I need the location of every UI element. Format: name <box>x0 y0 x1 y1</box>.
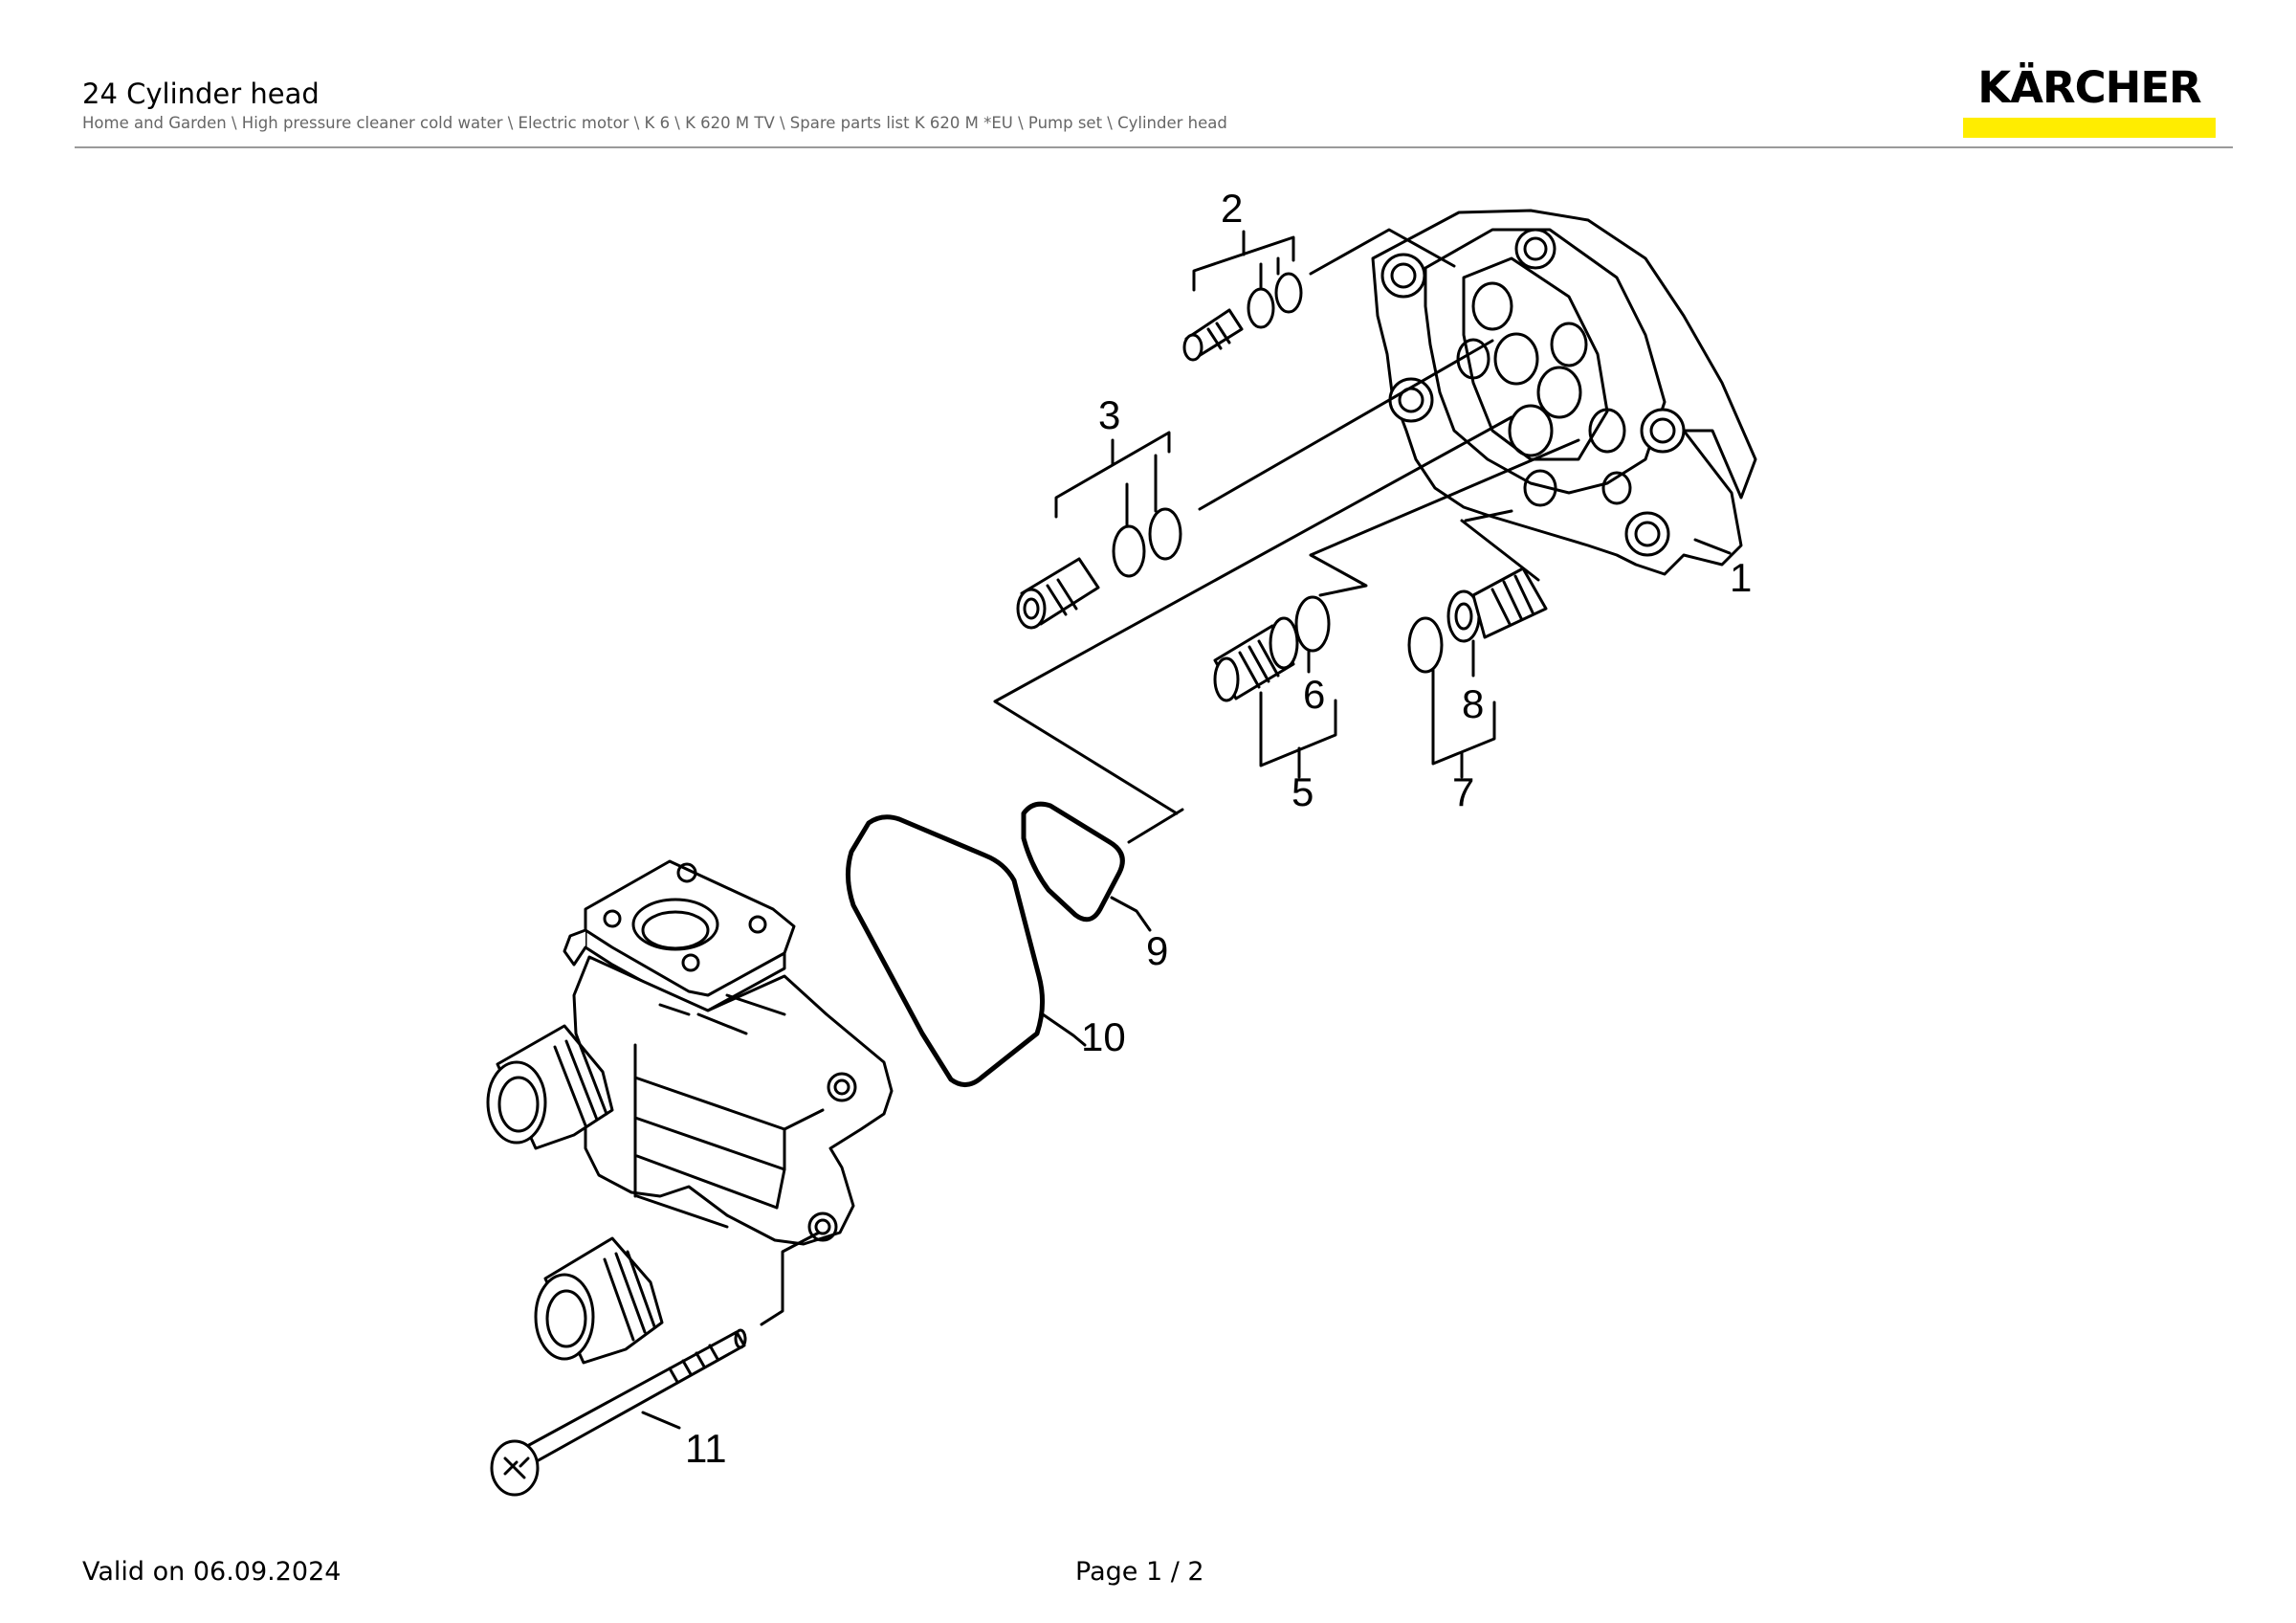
leader-line-1 <box>1693 538 1732 555</box>
bracket-5 <box>1259 691 1337 779</box>
callout-8: 8 <box>1462 681 1484 726</box>
leader-line-3 <box>1198 339 1494 511</box>
bracket-7 <box>1431 668 1496 779</box>
page-header: 24 Cylinder head Home and Garden \ High … <box>0 0 2296 153</box>
bracket-3 <box>1054 431 1171 528</box>
valid-date: Valid on 06.09.2024 <box>82 1557 342 1587</box>
callout-2: 2 <box>1221 186 1243 231</box>
callout-10: 10 <box>1081 1014 1126 1059</box>
leader-line-10 <box>1041 1012 1087 1047</box>
callout-1: 1 <box>1730 555 1752 600</box>
header-divider <box>75 146 2233 148</box>
leader-line-9 <box>1110 896 1152 932</box>
callout-5: 5 <box>1292 769 1314 814</box>
part-6-o-ring <box>1294 595 1331 653</box>
callout-6: 6 <box>1303 672 1325 717</box>
callout-3: 3 <box>1098 392 1120 437</box>
leader-line-6-9 <box>993 415 1580 844</box>
leader-line-2 <box>1309 228 1456 276</box>
part-8-pressure-valve <box>1446 567 1548 643</box>
logo-wordmark: KÄRCHER <box>1977 62 2201 113</box>
callout-9: 9 <box>1146 928 1168 973</box>
part-2-valve-set <box>1182 272 1303 362</box>
part-5-suction-valve <box>1213 616 1299 702</box>
page-title: 24 Cylinder head <box>82 78 320 110</box>
callout-11: 11 <box>685 1426 727 1471</box>
exploded-parts-diagram: 1 2 3 6 5 8 7 <box>0 153 2296 1550</box>
part-3-valve-set <box>1016 507 1182 630</box>
part-10-seal <box>846 814 1045 1087</box>
part-cylinder-head <box>1371 209 1757 576</box>
bracket-2 <box>1192 230 1295 292</box>
logo-yellow-bar <box>1963 118 2216 138</box>
karcher-logo: KÄRCHER <box>1963 63 2216 138</box>
part-7-o-ring <box>1407 616 1444 674</box>
part-9-seal <box>1021 801 1125 923</box>
breadcrumb: Home and Garden \ High pressure cleaner … <box>82 114 1227 132</box>
leader-line-11-bolt <box>760 1231 821 1326</box>
callout-7: 7 <box>1452 769 1474 814</box>
leader-line-11 <box>641 1411 681 1430</box>
page-number: Page 1 / 2 <box>1075 1557 1204 1587</box>
part-pump-manifold <box>486 859 894 1365</box>
part-11-bolt <box>490 1328 747 1497</box>
